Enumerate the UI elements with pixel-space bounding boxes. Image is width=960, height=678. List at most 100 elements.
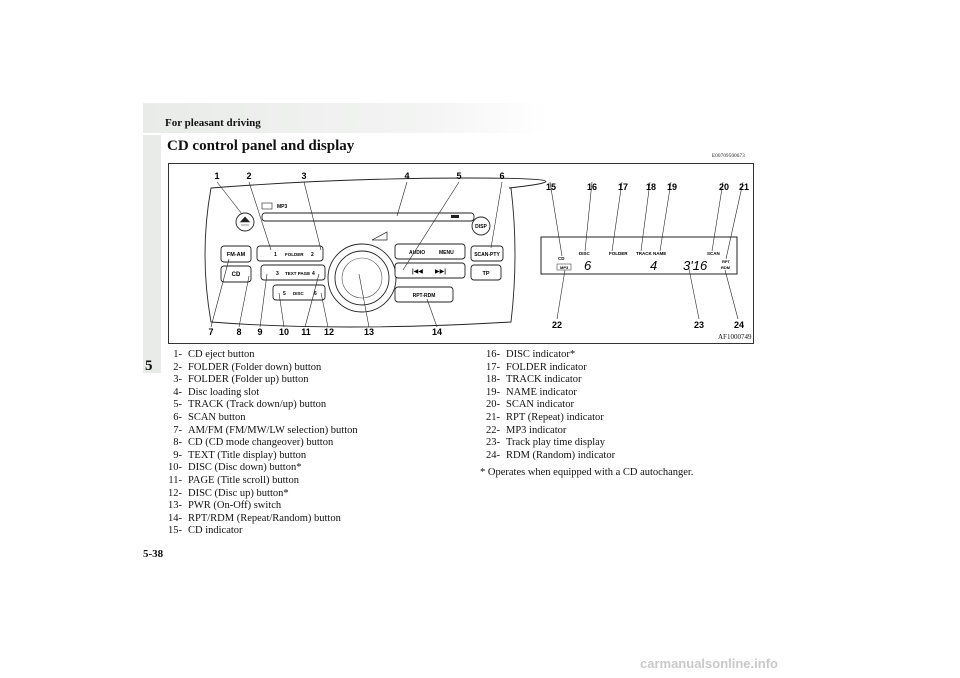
disc-indicator: DISC	[579, 251, 591, 256]
disp-label: DISP	[475, 224, 487, 230]
chapter-tab	[143, 135, 161, 373]
list-item: 14-RPT/RDM (Repeat/Random) button	[168, 512, 341, 524]
volume-wedge-icon	[371, 231, 388, 241]
head-unit-outline	[204, 177, 547, 328]
preset-row-2[interactable]	[260, 264, 326, 281]
track-down-icon: |◀◀	[412, 269, 423, 275]
autochanger-footnote: * Operates when equipped with a CD autoc…	[480, 467, 694, 478]
callout-19: 19	[667, 182, 677, 192]
audio-menu-button[interactable]	[394, 243, 466, 260]
list-item: 24-RDM (Random) indicator	[486, 449, 616, 461]
list-item: 8-CD (CD mode changeover) button	[173, 437, 334, 449]
list-item: 17-FOLDER indicator	[486, 361, 587, 373]
audio-label: AUDIO	[409, 250, 425, 256]
callout-15: 15	[546, 182, 556, 192]
list-item: 4-Disc loading slot	[173, 386, 260, 398]
list-item: 10-DISC (Disc down) button*	[168, 462, 302, 474]
callout-8: 8	[236, 327, 241, 337]
fm-am-label: FM-AM	[227, 252, 246, 258]
scan-pty-button[interactable]	[470, 245, 504, 262]
callout-18: 18	[646, 182, 656, 192]
list-item: 12-DISC (Disc up) button*	[168, 487, 289, 499]
scan-indicator: SCAN	[707, 251, 720, 256]
callout-17: 17	[618, 182, 628, 192]
footer-watermark: carmanualsonline.info	[640, 656, 778, 671]
callout-13: 13	[364, 327, 374, 337]
callout-12: 12	[324, 327, 334, 337]
list-item: 2-FOLDER (Folder down) button	[173, 361, 322, 373]
track-up-icon: ▶▶|	[435, 269, 446, 275]
section-title: For pleasant driving	[165, 117, 261, 129]
callout-6: 6	[499, 171, 504, 181]
list-item: 11-PAGE (Title scroll) button	[168, 474, 299, 486]
cd-panel-illustration: MP3 DISP FM-AM CD 1 FOLDER 2 3 TEXT PAGE…	[204, 171, 749, 337]
list-item: 23-Track play time display	[486, 437, 606, 449]
figure-code: AF1000749	[718, 333, 752, 341]
callout-numbers: 1 2 3 4 5 6 7 8 9 10 11 12 13 14 15 16 1…	[208, 171, 749, 337]
list-item: 1-CD eject button	[173, 349, 255, 360]
page-title: CD control panel and display	[167, 138, 355, 154]
list-item: 16-DISC indicator*	[486, 349, 576, 360]
callout-7: 7	[208, 327, 213, 337]
callout-22: 22	[552, 320, 562, 330]
folder-indicator: FOLDER	[609, 251, 628, 256]
scan-pty-label: SCAN-PTY	[474, 252, 500, 258]
list-item: 18-TRACK indicator	[486, 374, 582, 386]
folder-label: FOLDER	[285, 252, 304, 257]
component-list-left: 1-CD eject button 2-FOLDER (Folder down)…	[161, 349, 358, 538]
callout-20: 20	[719, 182, 729, 192]
cd-panel-figure: MP3 DISP FM-AM CD 1 FOLDER 2 3 TEXT PAGE…	[168, 163, 754, 344]
tp-button[interactable]	[470, 264, 502, 281]
list-item: 6-SCAN button	[173, 411, 246, 423]
disp-button[interactable]	[471, 216, 491, 236]
callout-24: 24	[734, 320, 744, 330]
rpt-rdm-button[interactable]	[394, 286, 454, 303]
rpt-indicator: RPT	[722, 259, 731, 264]
track-number-segment: 4	[650, 258, 657, 273]
list-item: 3-FOLDER (Folder up) button	[173, 374, 309, 386]
callout-5: 5	[456, 171, 461, 181]
eject-icon	[239, 216, 251, 226]
callout-23: 23	[694, 320, 704, 330]
mp3-indicator-box	[556, 263, 572, 271]
callout-14: 14	[432, 327, 442, 337]
tp-label: TP	[482, 271, 489, 277]
list-item: 20-SCAN indicator	[486, 399, 574, 411]
disc-label: DISC	[293, 291, 305, 296]
knob-ring	[341, 257, 383, 299]
track-button[interactable]	[394, 262, 466, 279]
page-number: 5-38	[143, 548, 164, 560]
callout-16: 16	[587, 182, 597, 192]
disc-number-segment: 6	[584, 258, 592, 273]
rpt-rdm-label: RPT-RDM	[413, 293, 436, 299]
callout-2: 2	[246, 171, 251, 181]
cd-label: CD	[232, 272, 241, 278]
preset-5-label: 5	[283, 291, 286, 297]
disc-loading-slot[interactable]	[261, 212, 475, 222]
cd-button[interactable]	[220, 265, 252, 283]
callout-1: 1	[214, 171, 219, 181]
callout-9: 9	[257, 327, 262, 337]
preset-row-1[interactable]	[256, 245, 324, 262]
callout-10: 10	[279, 327, 289, 337]
disc-logo	[261, 202, 273, 210]
preset-1-label: 1	[274, 252, 277, 258]
chapter-tab-number: 5	[145, 358, 153, 374]
list-item: 15-CD indicator	[168, 525, 243, 537]
track-name-indicator: TRACK NAME	[636, 251, 666, 256]
lcd-display	[540, 236, 738, 275]
preset-row-3[interactable]	[272, 284, 326, 301]
play-time-segment: 3'16	[683, 258, 708, 273]
mp3-indicator: MP3	[560, 265, 569, 270]
text-page-label: TEXT PAGE	[285, 271, 310, 276]
cd-indicator: CD	[558, 256, 565, 261]
list-item: 9-TEXT (Title display) button	[173, 449, 307, 461]
pwr-switch-knob[interactable]	[334, 250, 390, 306]
list-item: 5-TRACK (Track down/up) button	[173, 399, 327, 411]
callout-4: 4	[404, 171, 409, 181]
list-item: 22-MP3 indicator	[486, 424, 567, 436]
fm-am-button[interactable]	[220, 245, 252, 263]
list-item: 21-RPT (Repeat) indicator	[486, 411, 604, 423]
leader-lines	[210, 181, 744, 328]
header-band	[143, 103, 548, 133]
